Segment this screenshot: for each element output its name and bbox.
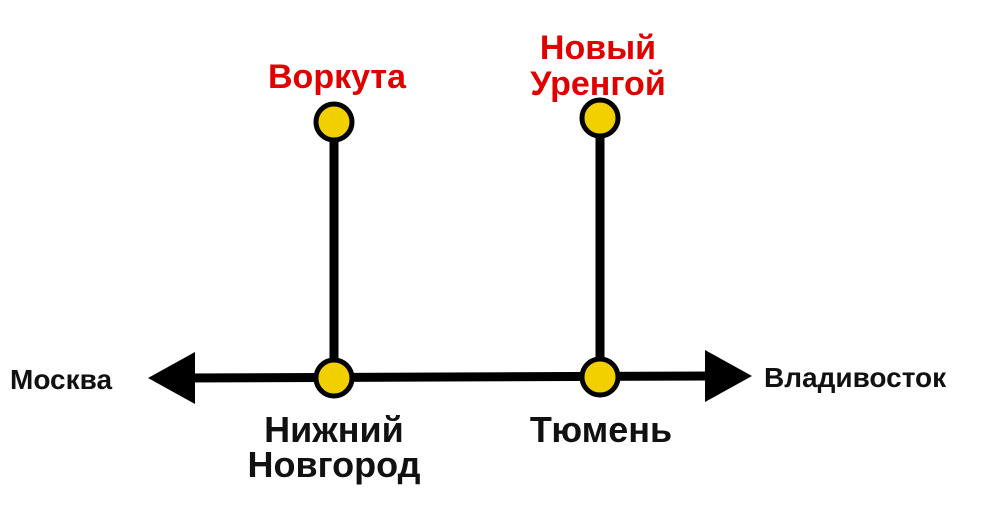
main-station-label-right: Тюмень [530, 409, 672, 450]
end-label-west: Москва [10, 364, 112, 395]
station-node-vorkuta [313, 101, 355, 143]
arrow-east-icon [705, 350, 752, 402]
station-node-tyumen [579, 356, 621, 398]
main-route-line [180, 371, 720, 383]
end-label-east: Владивосток [764, 362, 947, 393]
north-station-label-right-line1: Новый [540, 29, 656, 67]
north-station-label-right-line2: Уренгой [530, 65, 665, 103]
main-station-label-left-line2: Новгород [248, 444, 421, 485]
station-node-novy-urengoy [579, 97, 621, 139]
station-node-nizhny-novgorod [313, 357, 355, 399]
north-station-label-left: Воркута [268, 58, 407, 96]
arrow-west-icon [148, 352, 195, 404]
main-station-label-left-line1: Нижний [264, 409, 404, 450]
